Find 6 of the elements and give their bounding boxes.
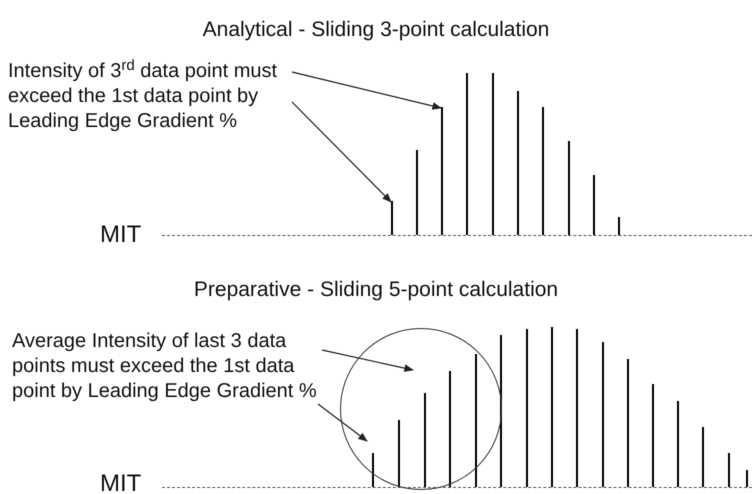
annotation-text: Average Intensity of last 3 data points must exceed the 1st data point by Leading Edge Gradient % [12, 329, 318, 404]
leader-arrow [322, 349, 414, 372]
leader-arrow [318, 404, 368, 442]
leader-arrow [292, 71, 442, 110]
leader-arrow [292, 102, 392, 203]
annotation-text: Intensity of 3$^{rd}$ data point must exceed the 1st data point by Leading Edge Gradient % [8, 59, 278, 134]
